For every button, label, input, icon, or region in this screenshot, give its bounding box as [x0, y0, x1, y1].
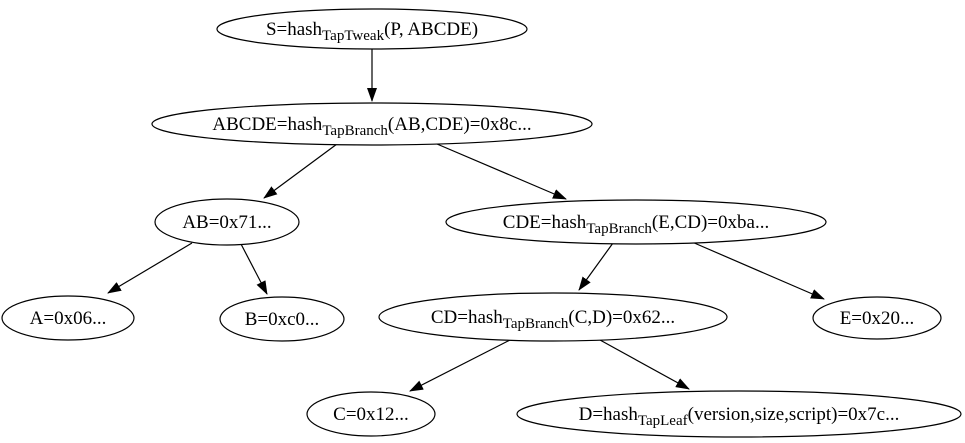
edges-layer [107, 49, 825, 392]
node-E-ellipse [812, 296, 942, 340]
node-AB-ellipse [154, 198, 300, 246]
edge-CDE-E [691, 241, 825, 300]
node-A-ellipse [1, 295, 135, 341]
node-CDE-label: CDE=hashTapBranch(E,CD)=0xba... [503, 212, 769, 237]
node-CDE: CDE=hashTapBranch(E,CD)=0xba... [445, 199, 827, 245]
edge-CD-D [599, 339, 690, 390]
node-C: C=0x12... [306, 391, 436, 437]
node-D-label: D=hashTapLeaf(version,size,script)=0x7c.… [579, 404, 900, 429]
node-D: D=hashTapLeaf(version,size,script)=0x7c.… [516, 390, 962, 438]
node-CD-label: CD=hashTapBranch(C,D)=0x62... [431, 307, 675, 332]
node-AB-label: AB=0x71... [182, 212, 271, 233]
node-AB: AB=0x71... [154, 198, 300, 246]
node-CD-ellipse [378, 292, 728, 342]
node-D-ellipse [516, 390, 962, 438]
node-A-label: A=0x06... [30, 308, 107, 329]
edge-ABCDE-AB [263, 143, 338, 199]
node-CDE-ellipse [445, 199, 827, 245]
node-C-ellipse [306, 391, 436, 437]
node-B-ellipse [219, 296, 345, 342]
node-S-label: S=hashTapTweak(P, ABCDE) [266, 19, 478, 44]
edge-AB-A [107, 242, 193, 294]
edge-AB-B [240, 243, 268, 295]
edge-ABCDE-CDE [436, 143, 567, 200]
edge-CD-C [409, 339, 511, 392]
edge-CDE-CD [578, 242, 614, 291]
node-C-label: C=0x12... [333, 404, 409, 425]
node-E: E=0x20... [812, 296, 942, 340]
node-CD: CD=hashTapBranch(C,D)=0x62... [378, 292, 728, 342]
node-ABCDE-ellipse [151, 102, 593, 146]
node-S-ellipse [216, 8, 528, 50]
nodes-layer: S=hashTapTweak(P, ABCDE) ABCDE=hashTapBra… [1, 8, 962, 438]
node-E-label: E=0x20... [840, 308, 915, 329]
node-ABCDE-label: ABCDE=hashTapBranch(AB,CDE)=0x8c... [212, 114, 531, 139]
node-ABCDE: ABCDE=hashTapBranch(AB,CDE)=0x8c... [151, 102, 593, 146]
node-A: A=0x06... [1, 295, 135, 341]
node-B-label: B=0xc0... [245, 309, 320, 330]
node-B: B=0xc0... [219, 296, 345, 342]
node-S: S=hashTapTweak(P, ABCDE) [216, 8, 528, 50]
